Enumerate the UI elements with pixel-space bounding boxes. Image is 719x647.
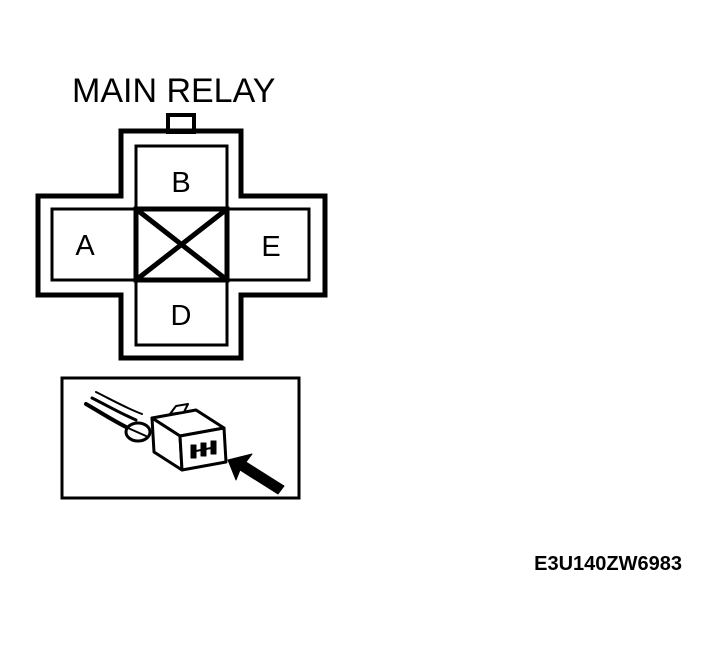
- pin-label-right: E: [261, 231, 280, 263]
- connector-center-cross-2: [134, 207, 229, 282]
- relay-connector: [35, 113, 328, 361]
- inset-connector-illustration: [84, 391, 228, 472]
- connector-center-cavity: [133, 206, 230, 283]
- view-direction-arrow-icon: [227, 453, 285, 495]
- pin-label-top: B: [171, 167, 190, 199]
- figure-code: E3U140ZW6983: [534, 553, 682, 575]
- connector-outer-outline: [35, 128, 328, 361]
- diagram-title: MAIN RELAY: [72, 72, 275, 110]
- wire-harness: [84, 402, 130, 430]
- inset-frame: [60, 376, 301, 500]
- pin-label-bottom: D: [171, 300, 192, 332]
- pin-label-left: A: [75, 230, 95, 262]
